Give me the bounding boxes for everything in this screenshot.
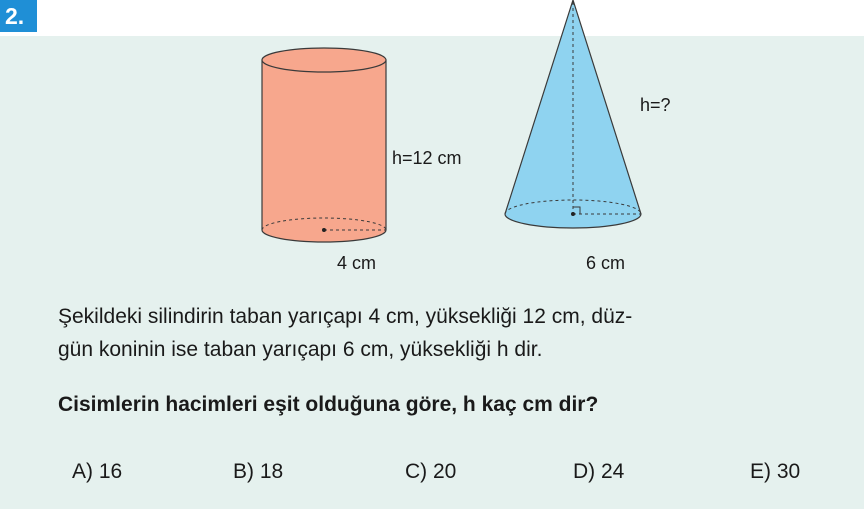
cone-shape xyxy=(504,0,642,229)
question-text: Cisimlerin hacimleri eşit olduğuna göre,… xyxy=(58,393,599,416)
question-panel xyxy=(0,36,864,509)
cone-radius-label: 6 cm xyxy=(586,253,626,273)
choice-b[interactable]: B) 18 xyxy=(233,460,284,483)
cone-height-label: h=? xyxy=(640,95,671,115)
question-number-badge: 2. xyxy=(0,0,37,32)
cylinder-shape xyxy=(261,47,387,243)
problem-statement: Şekildeki silindirin taban yarıçapı 4 cm… xyxy=(58,300,848,366)
answer-choices: A) 16 B) 18 C) 20 D) 24 E) 30 xyxy=(0,460,864,490)
statement-line-1: Şekildeki silindirin taban yarıçapı 4 cm… xyxy=(58,305,633,328)
statement-line-2: gün koninin ise taban yarıçapı 6 cm, yük… xyxy=(58,338,543,361)
choice-e[interactable]: E) 30 xyxy=(750,460,801,483)
choice-d[interactable]: D) 24 xyxy=(573,460,625,483)
choice-c[interactable]: C) 20 xyxy=(405,460,457,483)
choice-a[interactable]: A) 16 xyxy=(72,460,123,483)
geometry-figure xyxy=(261,0,642,243)
cylinder-radius-label: 4 cm xyxy=(337,253,377,273)
cylinder-height-label: h=12 cm xyxy=(392,148,462,168)
